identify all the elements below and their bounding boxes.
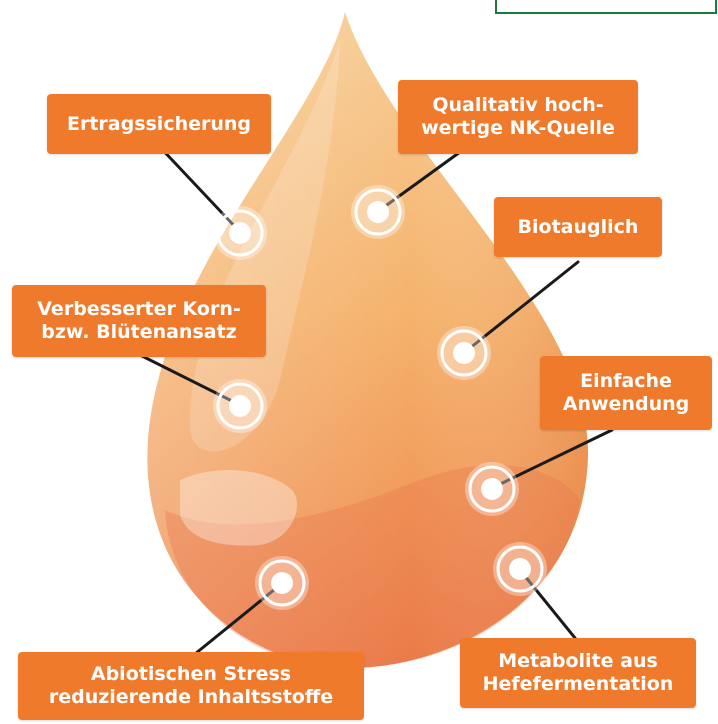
label-text: Anwendung: [563, 393, 689, 416]
label-text: Biotauglich: [518, 216, 639, 239]
label-text: Ertragssicherung: [67, 113, 251, 136]
label-ertragssicherung: Ertragssicherung: [47, 94, 271, 154]
label-text: wertige NK-Quelle: [421, 117, 615, 140]
label-text: Qualitativ hoch-: [432, 94, 603, 117]
label-text: Verbesserter Korn-: [37, 298, 240, 321]
marker-einfache: [465, 462, 519, 516]
label-text: reduzierende Inhaltsstoffe: [49, 686, 333, 709]
label-metabolite: Metabolite aus Hefefermentation: [460, 638, 696, 708]
marker-biotauglich: [437, 326, 491, 380]
label-text: Abiotischen Stress: [91, 663, 291, 686]
label-biotauglich: Biotauglich: [494, 197, 662, 257]
marker-metabolite: [493, 542, 547, 596]
label-abiotischen-stress: Abiotischen Stress reduzierende Inhaltss…: [18, 652, 364, 720]
label-text: Metabolite aus: [498, 650, 658, 673]
label-text: Einfache: [580, 370, 672, 393]
marker-abiotisch: [255, 556, 309, 610]
marker-ertrag: [213, 206, 267, 260]
label-text: bzw. Blütenansatz: [41, 321, 236, 344]
label-text: Hefefermentation: [483, 673, 674, 696]
marker-qualitativ: [351, 185, 405, 239]
label-verbesserter: Verbesserter Korn- bzw. Blütenansatz: [12, 285, 266, 357]
label-einfache-anwendung: Einfache Anwendung: [540, 356, 712, 430]
label-qualitativ: Qualitativ hoch- wertige NK-Quelle: [398, 80, 638, 154]
marker-verbessert: [213, 379, 267, 433]
